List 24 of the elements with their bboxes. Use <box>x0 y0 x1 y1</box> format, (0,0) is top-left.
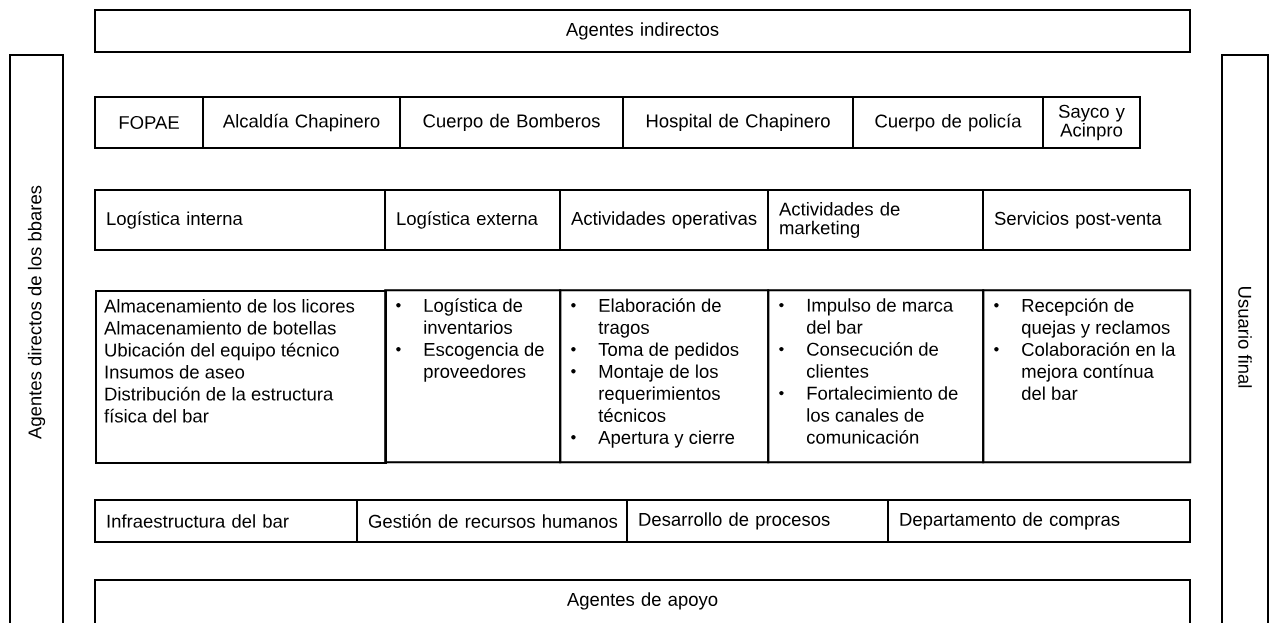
activity-box: Almacenamiento de los licores Almacenamiento de botellas Ubicación del equipo técnico Insumos de aseo Distribución de la estructura física del bar <box>95 290 387 464</box>
activity-box: Impulso de marca del bar Consecución de clientes Fortalecimiento de los canales de comunicación <box>767 289 985 464</box>
label-box: Hospital de Chapinero <box>622 96 854 149</box>
label-box: Departamento de compras <box>887 499 1191 543</box>
label-box: Agentes de apoyo <box>94 579 1191 623</box>
label-box: Servicios post-venta <box>982 189 1191 251</box>
label-box: Gestión de recursos humanos <box>356 499 628 543</box>
label-box: FOPAE <box>94 96 204 149</box>
side-bracket-box: Usuario final <box>1221 54 1269 623</box>
label-box: Agentes indirectos <box>94 9 1191 53</box>
label-box: Desarrollo de procesos <box>626 499 889 543</box>
label-box: Infraestructura del bar <box>94 499 358 543</box>
label-box: Cuerpo de Bomberos <box>399 96 624 149</box>
label-box: Actividades de marketing <box>767 189 984 251</box>
activity-box: Logística de inventarios Escogencia de proveedores <box>384 289 562 464</box>
label-box: Sayco y Acinpro <box>1042 96 1141 149</box>
label-box: Alcaldía Chapinero <box>202 96 401 149</box>
label-box: Actividades operativas <box>559 189 769 251</box>
side-bracket-box: Agentes directos de los bbares <box>9 54 64 623</box>
activity-box: Elaboración de tragos Toma de pedidos Montaje de los requerimientos técnicos Apertura y cierre <box>559 289 770 464</box>
label-box: Logística interna <box>94 189 386 251</box>
label-box: Logística externa <box>384 189 561 251</box>
label-box: Cuerpo de policía <box>852 96 1044 149</box>
activity-box: Recepción de quejas y reclamos Colaboración en la mejora contínua del bar <box>982 289 1192 464</box>
